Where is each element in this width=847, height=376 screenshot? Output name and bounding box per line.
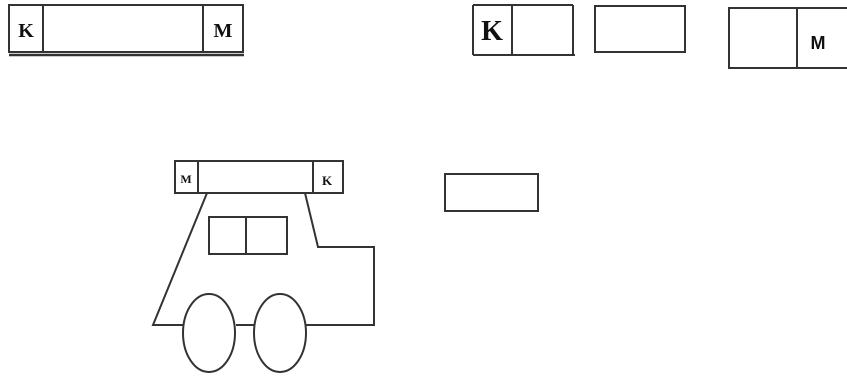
bar-magnet-right-label: M <box>214 20 233 42</box>
broken-magnet-right-piece <box>728 7 847 69</box>
roof-magnet-right-label: K <box>322 173 333 188</box>
right-piece-outline <box>728 7 847 69</box>
broken-magnet-middle-piece <box>594 5 686 53</box>
car-rear-wheel <box>253 293 307 373</box>
broken-magnet-left-piece <box>472 4 575 56</box>
broken-right-piece-label: M <box>811 33 826 53</box>
roof-magnet-left-label: M <box>180 172 191 186</box>
bar-magnet <box>8 4 244 57</box>
car-front-wheel <box>182 293 236 373</box>
plain-magnet-bar <box>444 173 539 212</box>
broken-left-piece-label: K <box>481 16 503 47</box>
car-roof-magnet <box>174 160 344 194</box>
left-piece-outline <box>472 4 575 56</box>
car-window <box>208 216 288 255</box>
car <box>151 160 375 373</box>
bar-magnet-left-label: K <box>18 20 34 42</box>
bar-magnet-body <box>8 4 244 53</box>
car-body-outline <box>151 192 375 326</box>
